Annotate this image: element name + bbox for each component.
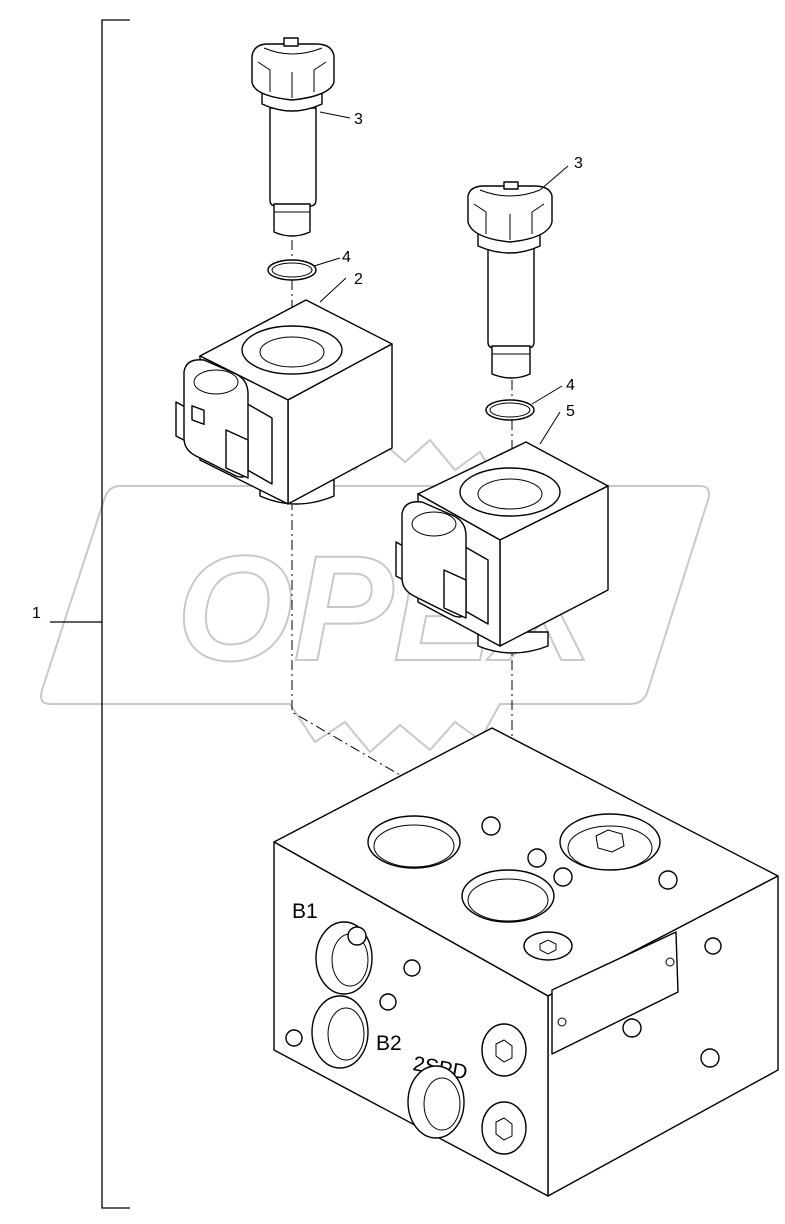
- callout-3-right: 3: [574, 155, 583, 172]
- callout-2: 2: [354, 271, 363, 288]
- top-port-left: [367, 815, 461, 869]
- port-label-b1: B1: [292, 900, 318, 923]
- plug-top: [559, 813, 661, 871]
- manifold-block: B1 B2 2SPD: [273, 727, 779, 1197]
- nameplate: [551, 931, 679, 1055]
- coil-left: [175, 299, 393, 505]
- cartridge-left: [251, 37, 335, 237]
- callout-3-left: 3: [354, 111, 363, 128]
- oring-right: [485, 399, 535, 421]
- callout-4-left: 4: [342, 249, 351, 266]
- top-port-right: [461, 869, 555, 923]
- assembly-bracket: [50, 19, 130, 1209]
- callout-4-right: 4: [566, 377, 575, 394]
- port-label-b2: B2: [376, 1032, 402, 1055]
- leader-lines: [313, 111, 569, 445]
- plug-small: [523, 931, 573, 961]
- coil-right: [395, 441, 609, 654]
- callout-5: 5: [566, 403, 575, 420]
- opex-watermark: OPEX: [40, 438, 710, 754]
- cartridge-right: [467, 181, 553, 379]
- callout-1: 1: [32, 605, 41, 622]
- oring-left: [267, 259, 317, 281]
- callout-labels: 1 2 3 3 4 4 5: [32, 111, 583, 622]
